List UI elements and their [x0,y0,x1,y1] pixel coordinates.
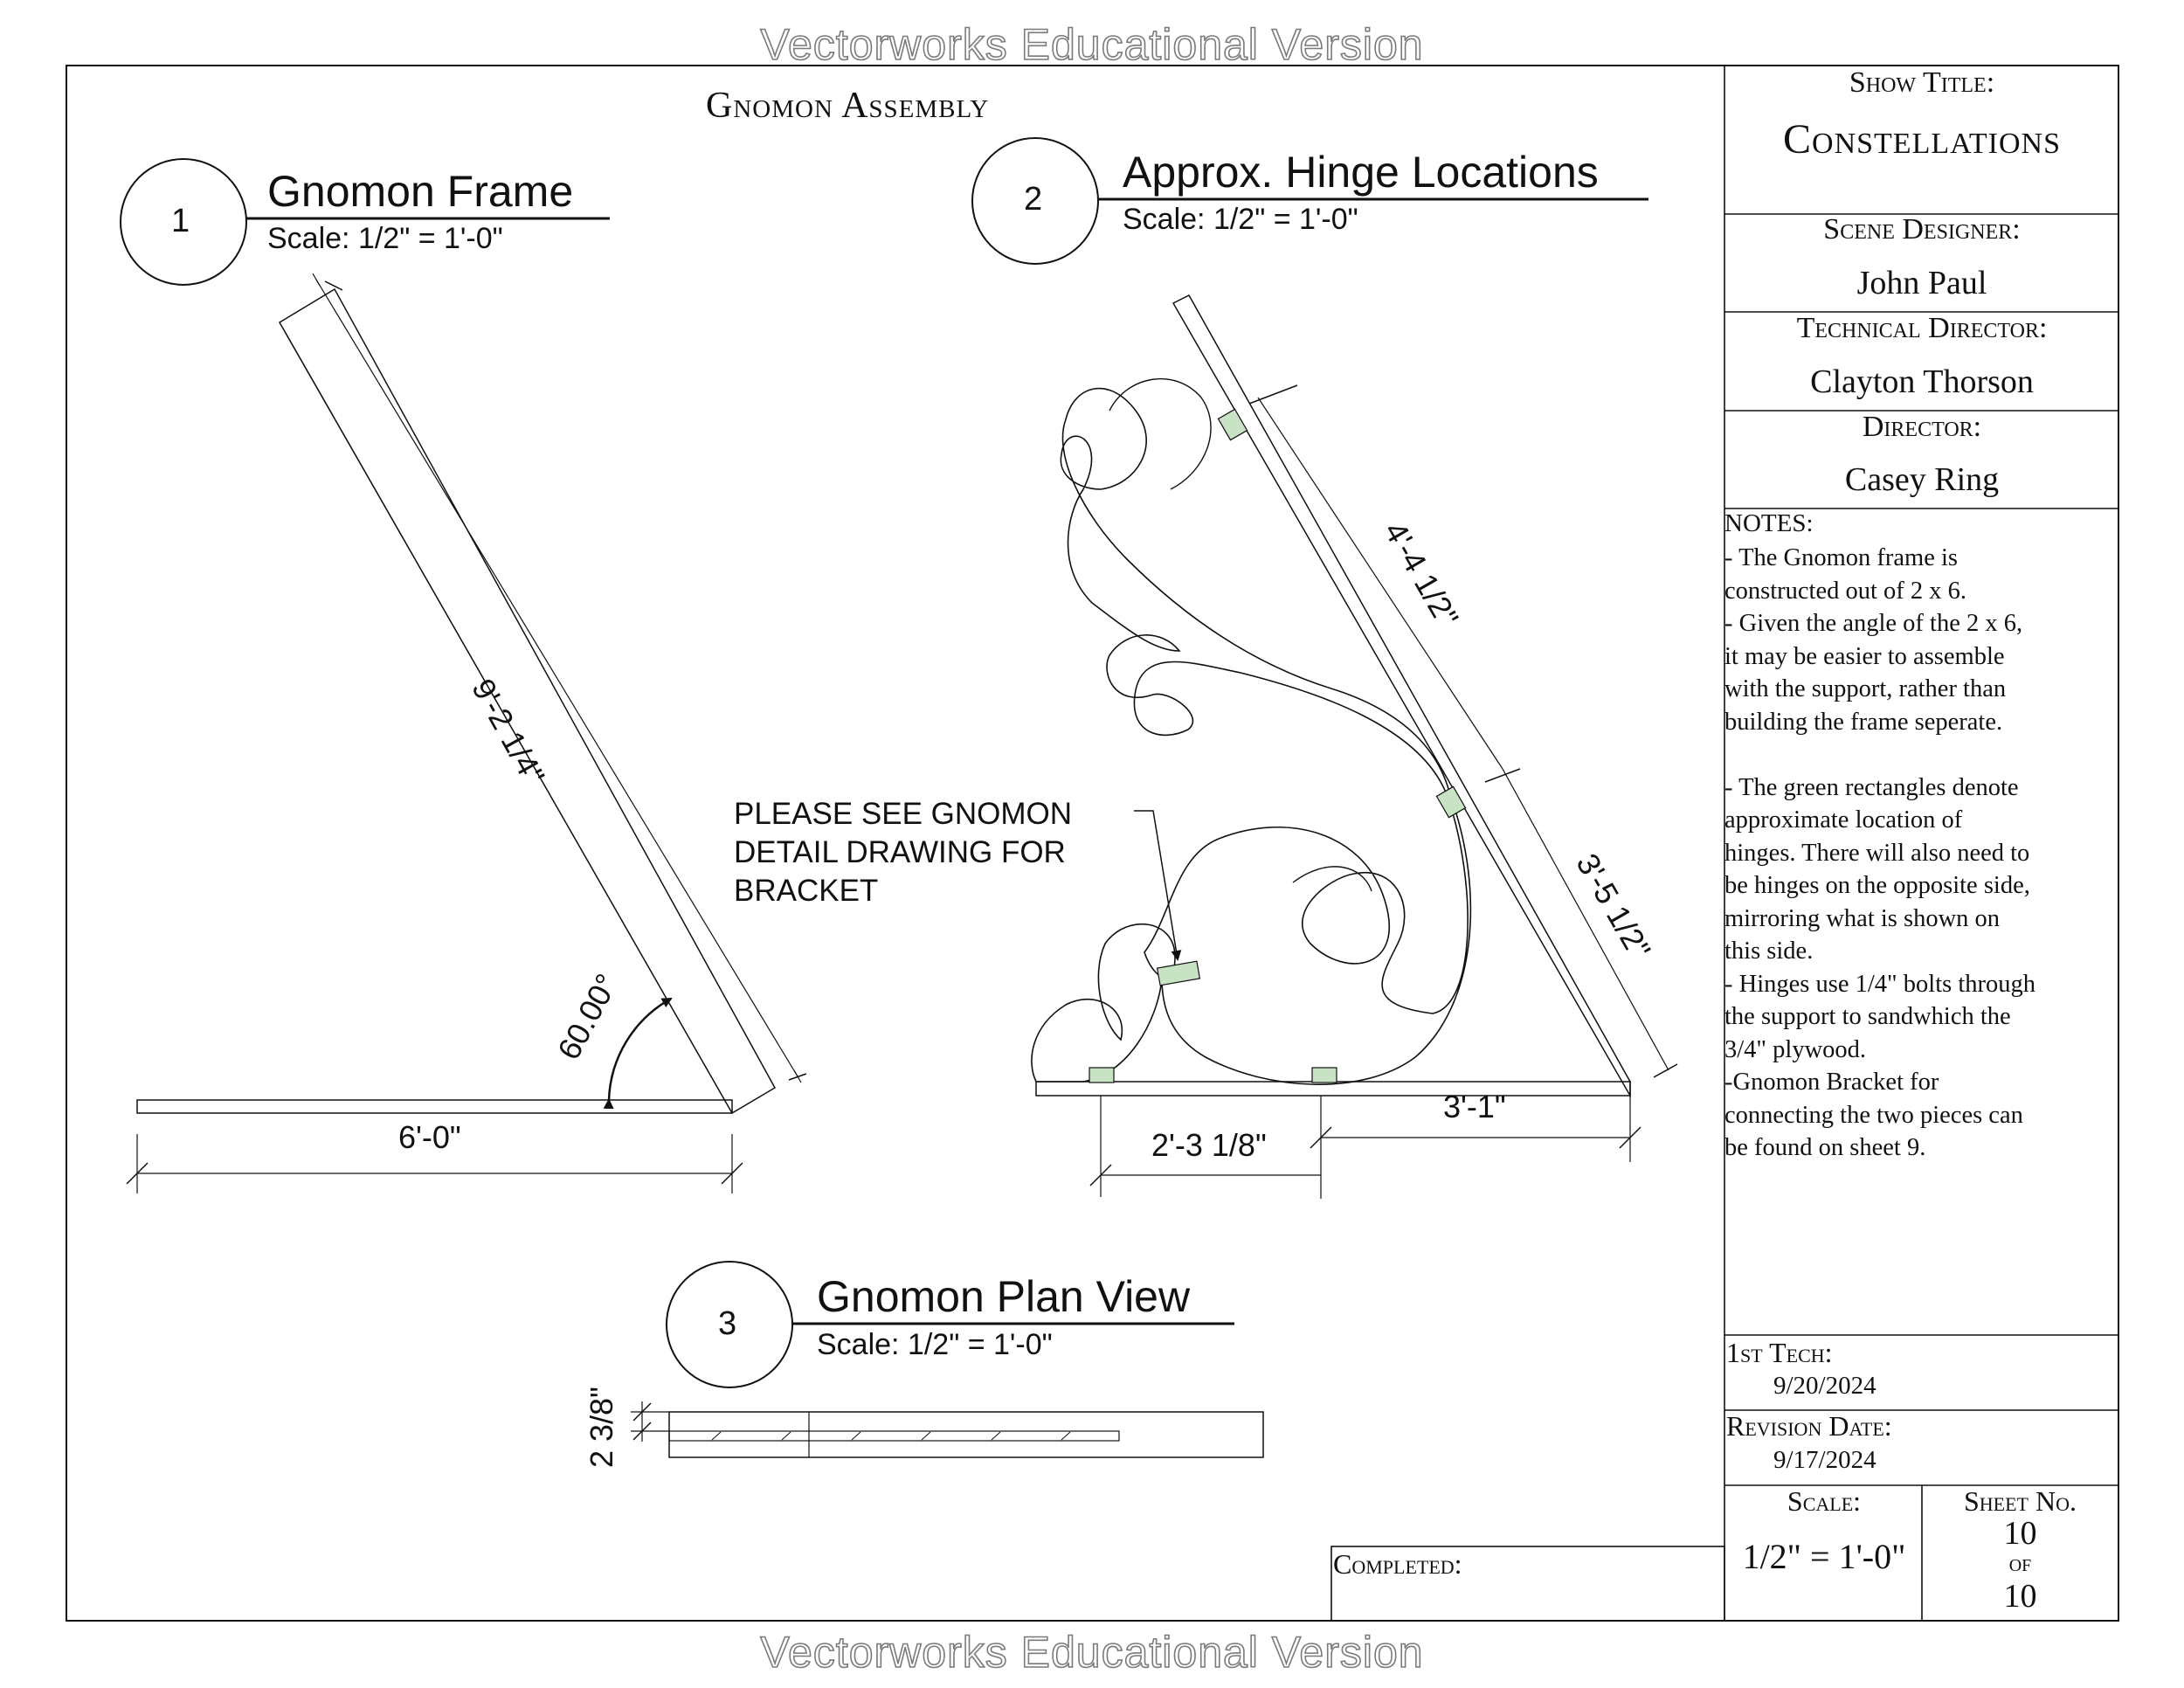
sheet-total: 10 [2003,1578,2037,1615]
scale-value: 1/2" = 1'-0" [1742,1537,1906,1576]
show-title-label: Show Title: [1849,66,1995,99]
watermark-bottom: Vectorworks Educational Version [760,1627,1424,1678]
view-3-number: 3 [718,1305,737,1342]
sheet-title: Gnomon Assembly [706,86,990,126]
notes-line: -Gnomon Bracket for [1724,1069,1939,1096]
notes-line: constructed out of 2 x 6. [1724,577,1967,605]
dim-line-hinge-upper [1257,397,1503,770]
revision-date: 9/17/2024 [1773,1446,1876,1474]
hinge-marker [1311,1067,1337,1083]
scroll-spiral-middle [1292,866,1372,892]
callout-line-1: PLEASE SEE GNOMON [734,797,1073,831]
notes-block: - The Gnomon frame is constructed out of… [1724,542,2116,1165]
plan-board-inner [668,1430,1120,1442]
notes-line: this side. [1724,937,1814,965]
notes-line: 3/4" plywood. [1724,1035,1867,1063]
plan-board-outer [668,1411,1264,1458]
view-2-scale: Scale: 1/2" = 1'-0" [1123,203,1358,236]
hinge-marker [1089,1067,1115,1083]
notes-line: - Hinges use 1/4" bolts through [1724,970,2035,998]
view-2-number: 2 [1024,181,1043,218]
callout-line-2: DETAIL DRAWING FOR [734,835,1066,869]
technical-director-label: Technical Director: [1796,312,2048,344]
notes-line: approximate location of [1724,806,1963,834]
notes-line: be found on sheet 9. [1724,1134,1926,1161]
technical-director: Clayton Thorson [1810,363,2034,400]
frame-diagonal-board [278,287,777,1115]
title-block-lines [1330,66,2118,1622]
notes-line: hinges. There will also need to [1724,839,2030,867]
show-title: Constellations [1783,116,2061,163]
notes-line: connecting the two pieces can [1724,1101,2023,1129]
sheet-border [66,65,2119,1622]
hinge-marker-detail [1156,960,1201,986]
view-3-plan-view [631,1261,1264,1458]
view-1-title: Gnomon Frame [267,167,574,216]
dim-plan-depth: 2 3/8" [584,1387,619,1468]
dim-line-frame-diagonal [315,279,798,1077]
notes-line: building the frame seperate. [1724,708,2003,736]
notes-line: - The green rectangles denote [1724,773,2019,801]
bracket-callout: PLEASE SEE GNOMON DETAIL DRAWING FOR BRA… [734,795,1072,910]
sheet-of: of [2008,1549,2032,1577]
notes-line: - The Gnomon frame is [1724,544,1958,571]
view-1-number: 1 [171,203,190,239]
notes-line: be hinges on the opposite side, [1724,872,2030,899]
view-2-bubble [971,137,1099,265]
first-tech-date: 9/20/2024 [1773,1372,1876,1400]
hinge-marker [1435,785,1467,819]
watermark-top: Vectorworks Educational Version [760,19,1424,70]
view-3-scale: Scale: 1/2" = 1'-0" [817,1328,1053,1361]
callout-leader [1134,810,1182,961]
notes-line [1724,738,2116,771]
view-1-gnomon-frame [120,158,807,1193]
scroll-bracket [1031,387,1472,1085]
view-1-scale: Scale: 1/2" = 1'-0" [267,222,503,255]
plan-hatching [711,1431,1071,1441]
dim-line-hinge-lower [1502,768,1669,1071]
revision-date-label: Revision Date: [1726,1410,1892,1442]
scale-label: Scale: [1787,1485,1862,1517]
angle-arc-60 [603,997,673,1110]
dim-frame-base: 6'-0" [398,1119,461,1155]
notes-label: NOTES: [1724,509,1814,537]
view-2-title: Approx. Hinge Locations [1123,148,1599,197]
notes-line: - Given the angle of the 2 x 6, [1724,610,2023,637]
view-3-title: Gnomon Plan View [817,1272,1191,1321]
dim-hinge-base-left: 2'-3 1/8" [1151,1127,1267,1163]
scene-designer: John Paul [1856,265,1987,301]
frame-base-board [136,1099,733,1114]
notes-line: it may be easier to assemble [1724,642,2005,670]
view-1-bubble [120,158,247,286]
hinge-diagonal-board [1171,294,1631,1098]
sheet-number: 10 [2003,1515,2037,1552]
director-label: Director: [1862,411,1982,443]
hinge-marker [1217,408,1248,441]
view-2-hinge-locations [971,137,1678,1199]
scroll-spiral-top [1109,378,1212,490]
first-tech-label: 1st Tech: [1726,1337,1833,1368]
scene-designer-label: Scene Designer: [1823,213,2021,246]
notes-line: the support to sandwhich the [1724,1003,2011,1030]
hinge-markers [1089,408,1467,1083]
dim-hinge-base-right: 3'-1" [1443,1089,1506,1124]
sheet-number-label: Sheet No. [1964,1485,2077,1517]
callout-line-3: BRACKET [734,874,879,908]
director: Casey Ring [1844,461,2000,498]
completed-label: Completed: [1333,1548,1462,1580]
notes-line: with the support, rather than [1724,675,2007,702]
notes-line: mirroring what is shown on [1724,904,2001,932]
